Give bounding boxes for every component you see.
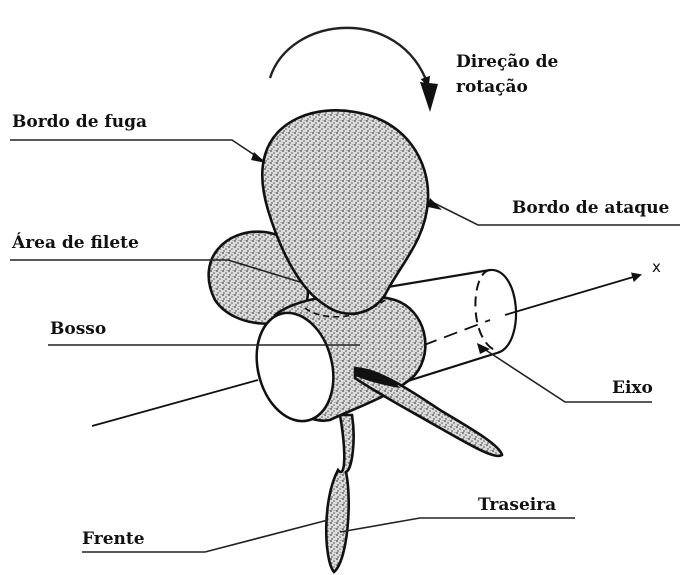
- rotation-arrow-tip: [420, 82, 438, 112]
- leader-leading-edge-arrow: [428, 198, 442, 210]
- axis-line-front: [92, 380, 258, 426]
- label-back: Traseira: [478, 495, 556, 515]
- axis-line-rear: [505, 275, 640, 315]
- blade-lower: [326, 415, 353, 572]
- label-shaft: Eixo: [612, 378, 653, 398]
- axis-x-label: x: [652, 258, 661, 276]
- label-rotation-direction-1: Direção de: [456, 52, 558, 72]
- label-fillet-area: Área de filete: [11, 232, 139, 253]
- label-boss: Bosso: [50, 319, 106, 339]
- label-rotation-direction-2: rotação: [456, 77, 528, 97]
- leader-back: [340, 518, 575, 532]
- label-face: Frente: [82, 529, 145, 549]
- leader-trailing-edge: [10, 140, 262, 160]
- rotation-arrow: [270, 28, 428, 85]
- label-leading-edge: Bordo de ataque: [512, 198, 670, 218]
- label-trailing-edge: Bordo de fuga: [12, 112, 147, 132]
